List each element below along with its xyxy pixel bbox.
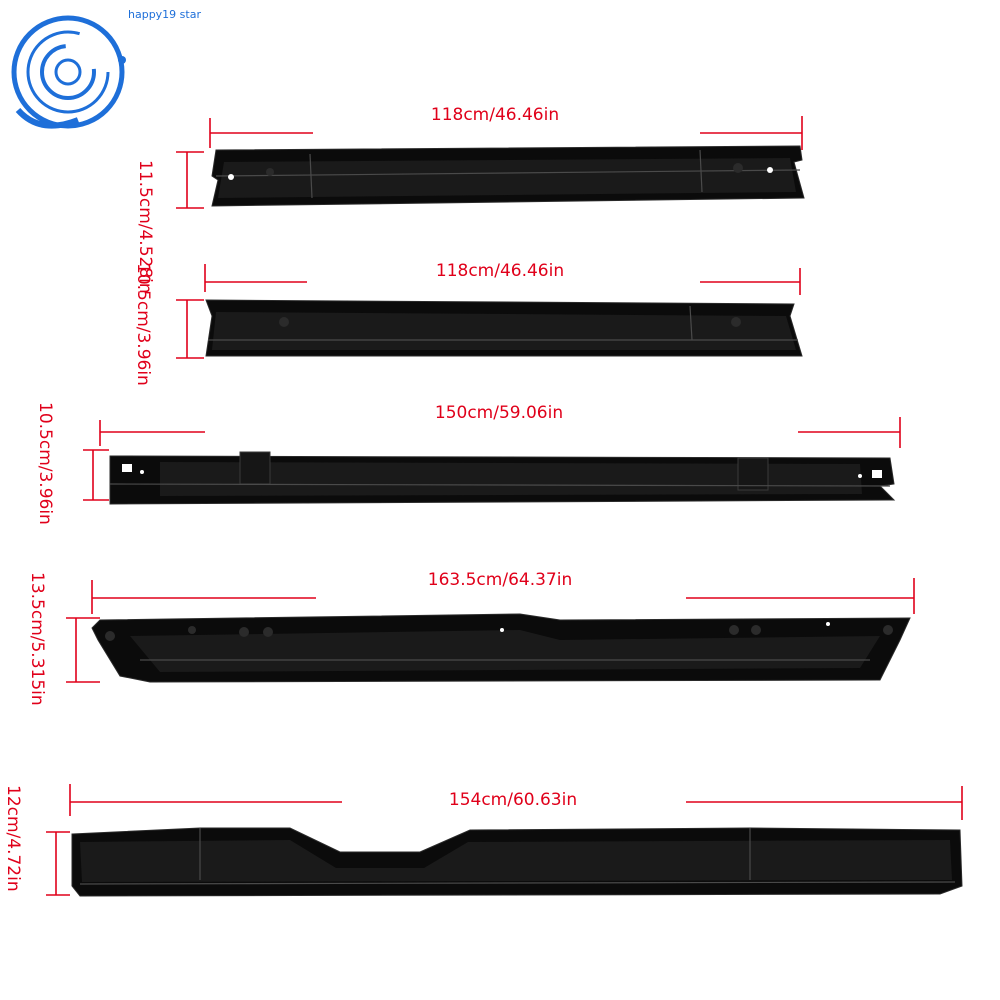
part-2-length-label: 118cm/46.46in [436,261,564,281]
part-2-height-label: 10.5cm/3.96in [133,263,153,386]
part-1: 118cm/46.46in 11.5cm/4.528in [135,105,805,294]
part-5: 154cm/60.63in 12cm/4.72in [3,784,963,897]
part-5-height-label: 12cm/4.72in [3,785,23,892]
watermark-logo [11,15,126,129]
part-3-length-label: 150cm/59.06in [435,403,563,423]
part-4: 163.5cm/64.37in 13.5cm/5.315in [27,570,915,706]
part-4-length-label: 163.5cm/64.37in [428,570,572,590]
part-4-height-label: 13.5cm/5.315in [27,572,47,706]
part-2: 118cm/46.46in 10.5cm/3.96in [133,261,803,386]
part-3-height-label: 10.5cm/3.96in [35,402,55,525]
part-3: 150cm/59.06in 10.5cm/3.96in [35,402,901,525]
part-1-length-label: 118cm/46.46in [431,105,559,125]
watermark-text: happy19 star [128,8,201,21]
part-5-length-label: 154cm/60.63in [449,790,577,810]
part-1-height-label: 11.5cm/4.528in [135,160,155,294]
